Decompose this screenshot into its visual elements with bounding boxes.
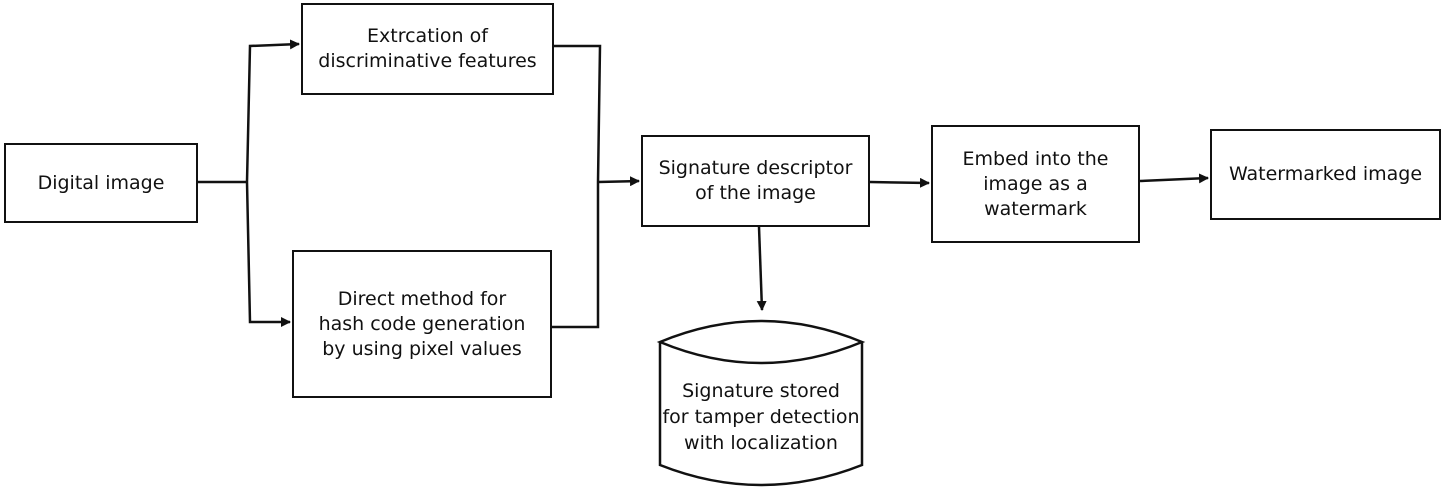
edge-signature-to-embed	[869, 177, 930, 188]
direct-hash-method-box: Direct method for hash code generation b…	[292, 250, 552, 398]
embed-watermark-box: Embed into the image as a watermark	[931, 125, 1140, 243]
edge-split-to-direct	[245, 181, 291, 327]
feature-extraction-box: Extrcation of discriminative features	[301, 3, 554, 95]
signature-stored-label: Signature stored for tamper detection wi…	[662, 380, 860, 454]
digital-image-label: Digital image	[37, 171, 165, 194]
embed-watermark-label: Embed into the image as a watermark	[962, 147, 1109, 220]
watermarked-image-label: Watermarked image	[1228, 163, 1423, 185]
direct-hash-method-label: Direct method for hash code generation b…	[318, 287, 526, 360]
edge-signature-to-storage	[756, 226, 767, 311]
watermarked-image-box: Watermarked image	[1210, 129, 1441, 220]
digital-image-box: Digital image	[4, 143, 198, 223]
signature-descriptor-label: Signature descriptor of the image	[658, 157, 853, 204]
edge-embed-to-watermarked	[1139, 173, 1209, 184]
signature-descriptor-box: Signature descriptor of the image	[641, 135, 870, 227]
database-cylinder-icon	[656, 319, 866, 487]
edge-merge-to-signature	[597, 176, 640, 187]
edge-direct-to-merge	[552, 182, 600, 329]
edge-split-to-extraction	[245, 39, 300, 183]
feature-extraction-label: Extrcation of discriminative features	[318, 25, 537, 72]
edge-extraction-to-merge	[554, 44, 602, 183]
